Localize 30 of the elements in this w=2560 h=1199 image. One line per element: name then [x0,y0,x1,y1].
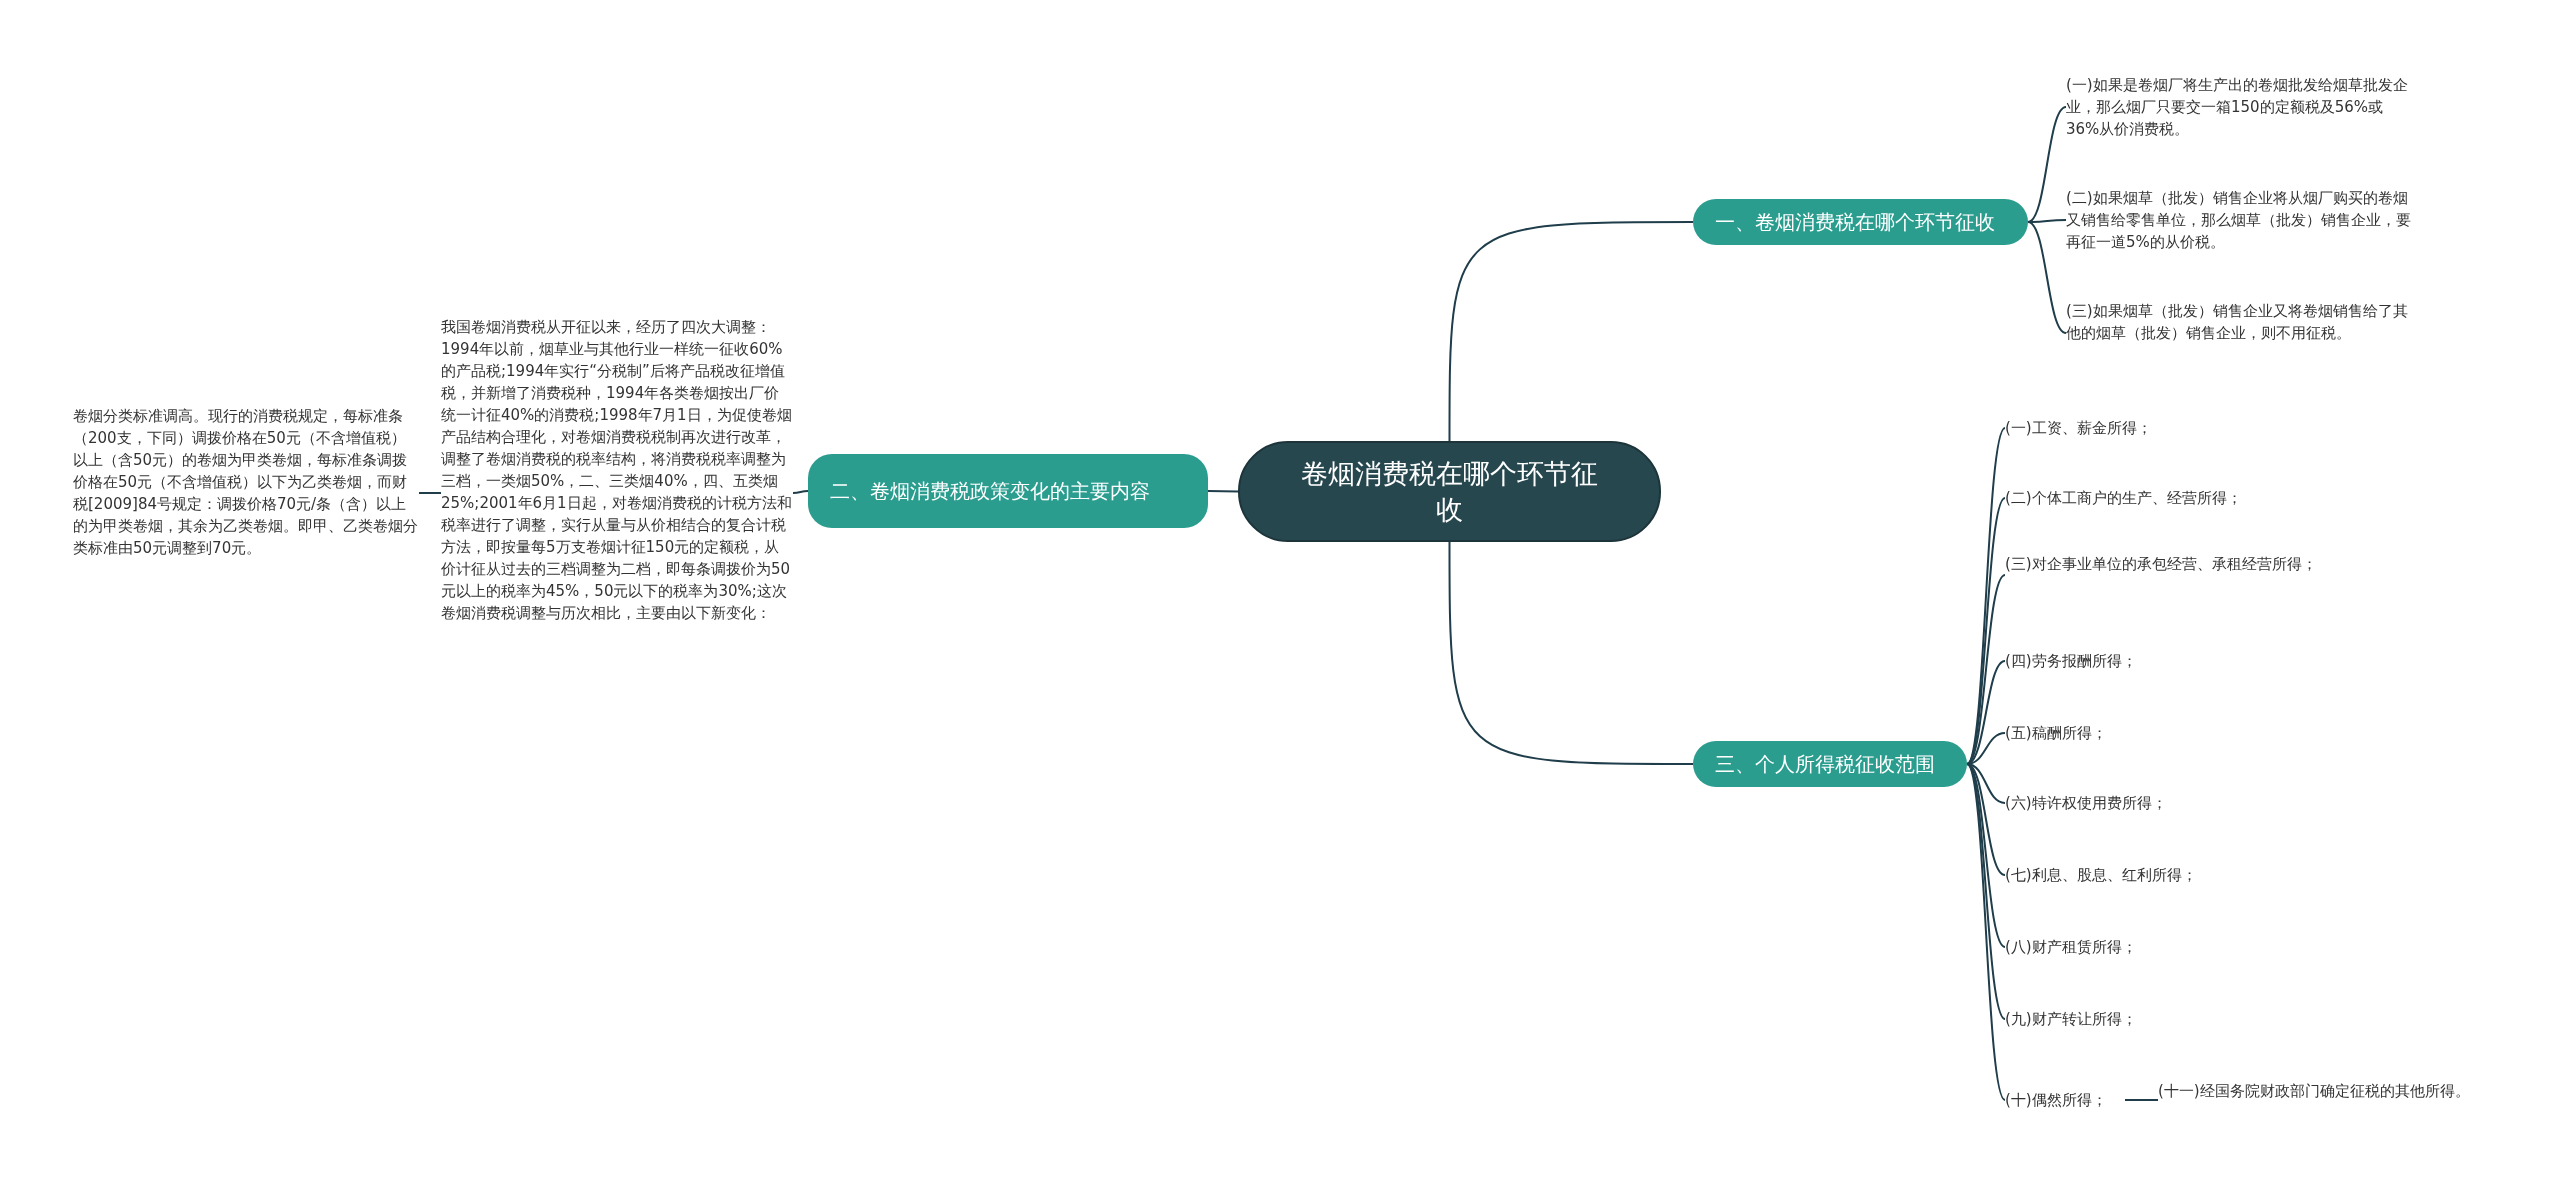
connector-line [1966,763,2006,1020]
leaf-text: (二)如果烟草（批发）销售企业将从烟厂购买的卷烟又销售给零售单位，那么烟草（批发）销售企业，要再征一道5%的从价税。 [2066,187,2416,253]
leaf-text: (一)如果是卷烟厂将生产出的卷烟批发给烟草批发企业，那么烟厂只要交一箱150的定额税及56%或36%从价消费税。 [2066,74,2416,140]
connector-line [418,492,442,494]
leaf-text: (六)特许权使用费所得； [2005,792,2365,814]
leaf-text: 我国卷烟消费税从开征以来，经历了四次大调整：1994年以前，烟草业与其他行业一样统一征收60%的产品税;1994年实行“分税制”后将产品税改征增值税，并新增了消费税种，1994年各类卷烟按出厂价统一计征40%的消费税;1998年7月1日，为促使卷烟产品结构合理化，对卷烟消费税税制再次进行改革，调整了卷烟消费税的税率结构，将消费税税率调整为三档，一类烟50%，二、三类烟40%，四、五类烟25%;2001年6月1日起，对卷烟消费税的计税方法和税率进行了调整，实行从量与从价相结合的复合计税方法，即按量每5万支卷烟计征150元的定额税，从价计征从过去的三档调整为二档，即每条调拨价为50元以上的税率为45%，50元以下的税率为30%;这次卷烟消费税调整与历次相比，主要由以下新变化： [441,316,793,670]
leaf-text: (二)个体工商户的生产、经营所得； [2005,487,2365,509]
connector-line [1966,763,2006,1101]
connector-line [1448,221,1694,442]
leaf-text: (十)偶然所得； [2005,1089,2125,1111]
connector-line [2027,221,2067,334]
connector-line [1448,541,1694,765]
connector-line [2124,1099,2159,1101]
leaf-text: (三)如果烟草（批发）销售企业又将卷烟销售给了其他的烟草（批发）销售企业，则不用征税。 [2066,300,2416,366]
leaf-text: (三)对企事业单位的承包经营、承租经营所得； [2005,553,2345,597]
branch-topic: 二、卷烟消费税政策变化的主要内容 [808,454,1208,528]
connector-line [1207,490,1239,493]
branch-topic: 三、个人所得税征收范围 [1693,741,1967,787]
connector-line [792,490,809,494]
leaf-text: (八)财产租赁所得； [2005,936,2365,958]
leaf-text: (七)利息、股息、红利所得； [2005,864,2365,886]
leaf-text: (十一)经国务院财政部门确定征税的其他所得。 [2158,1080,2498,1124]
leaf-text: (一)工资、薪金所得； [2005,417,2365,439]
branch-topic: 一、卷烟消费税在哪个环节征收 [1693,199,2028,245]
leaf-text: 卷烟分类标准调高。现行的消费税规定，每标准条（200支，下同）调拨价格在50元（不含增值税）以上（含50元）的卷烟为甲类卷烟，每标准条调拨价格在50元（不含增值税）以下为乙类卷烟，而财税[2009]84号规定：调拨价格70元/条（含）以上的为甲类卷烟，其余为乙类卷烟。即甲、乙类卷烟分类标准由50元调整到70元。 [73,405,419,581]
connector-line [2027,106,2067,223]
central-topic: 卷烟消费税在哪个环节征收 [1238,441,1661,542]
leaf-text: (五)稿酬所得； [2005,722,2365,744]
leaf-text: (九)财产转让所得； [2005,1008,2365,1030]
leaf-text: (四)劳务报酬所得； [2005,650,2365,672]
